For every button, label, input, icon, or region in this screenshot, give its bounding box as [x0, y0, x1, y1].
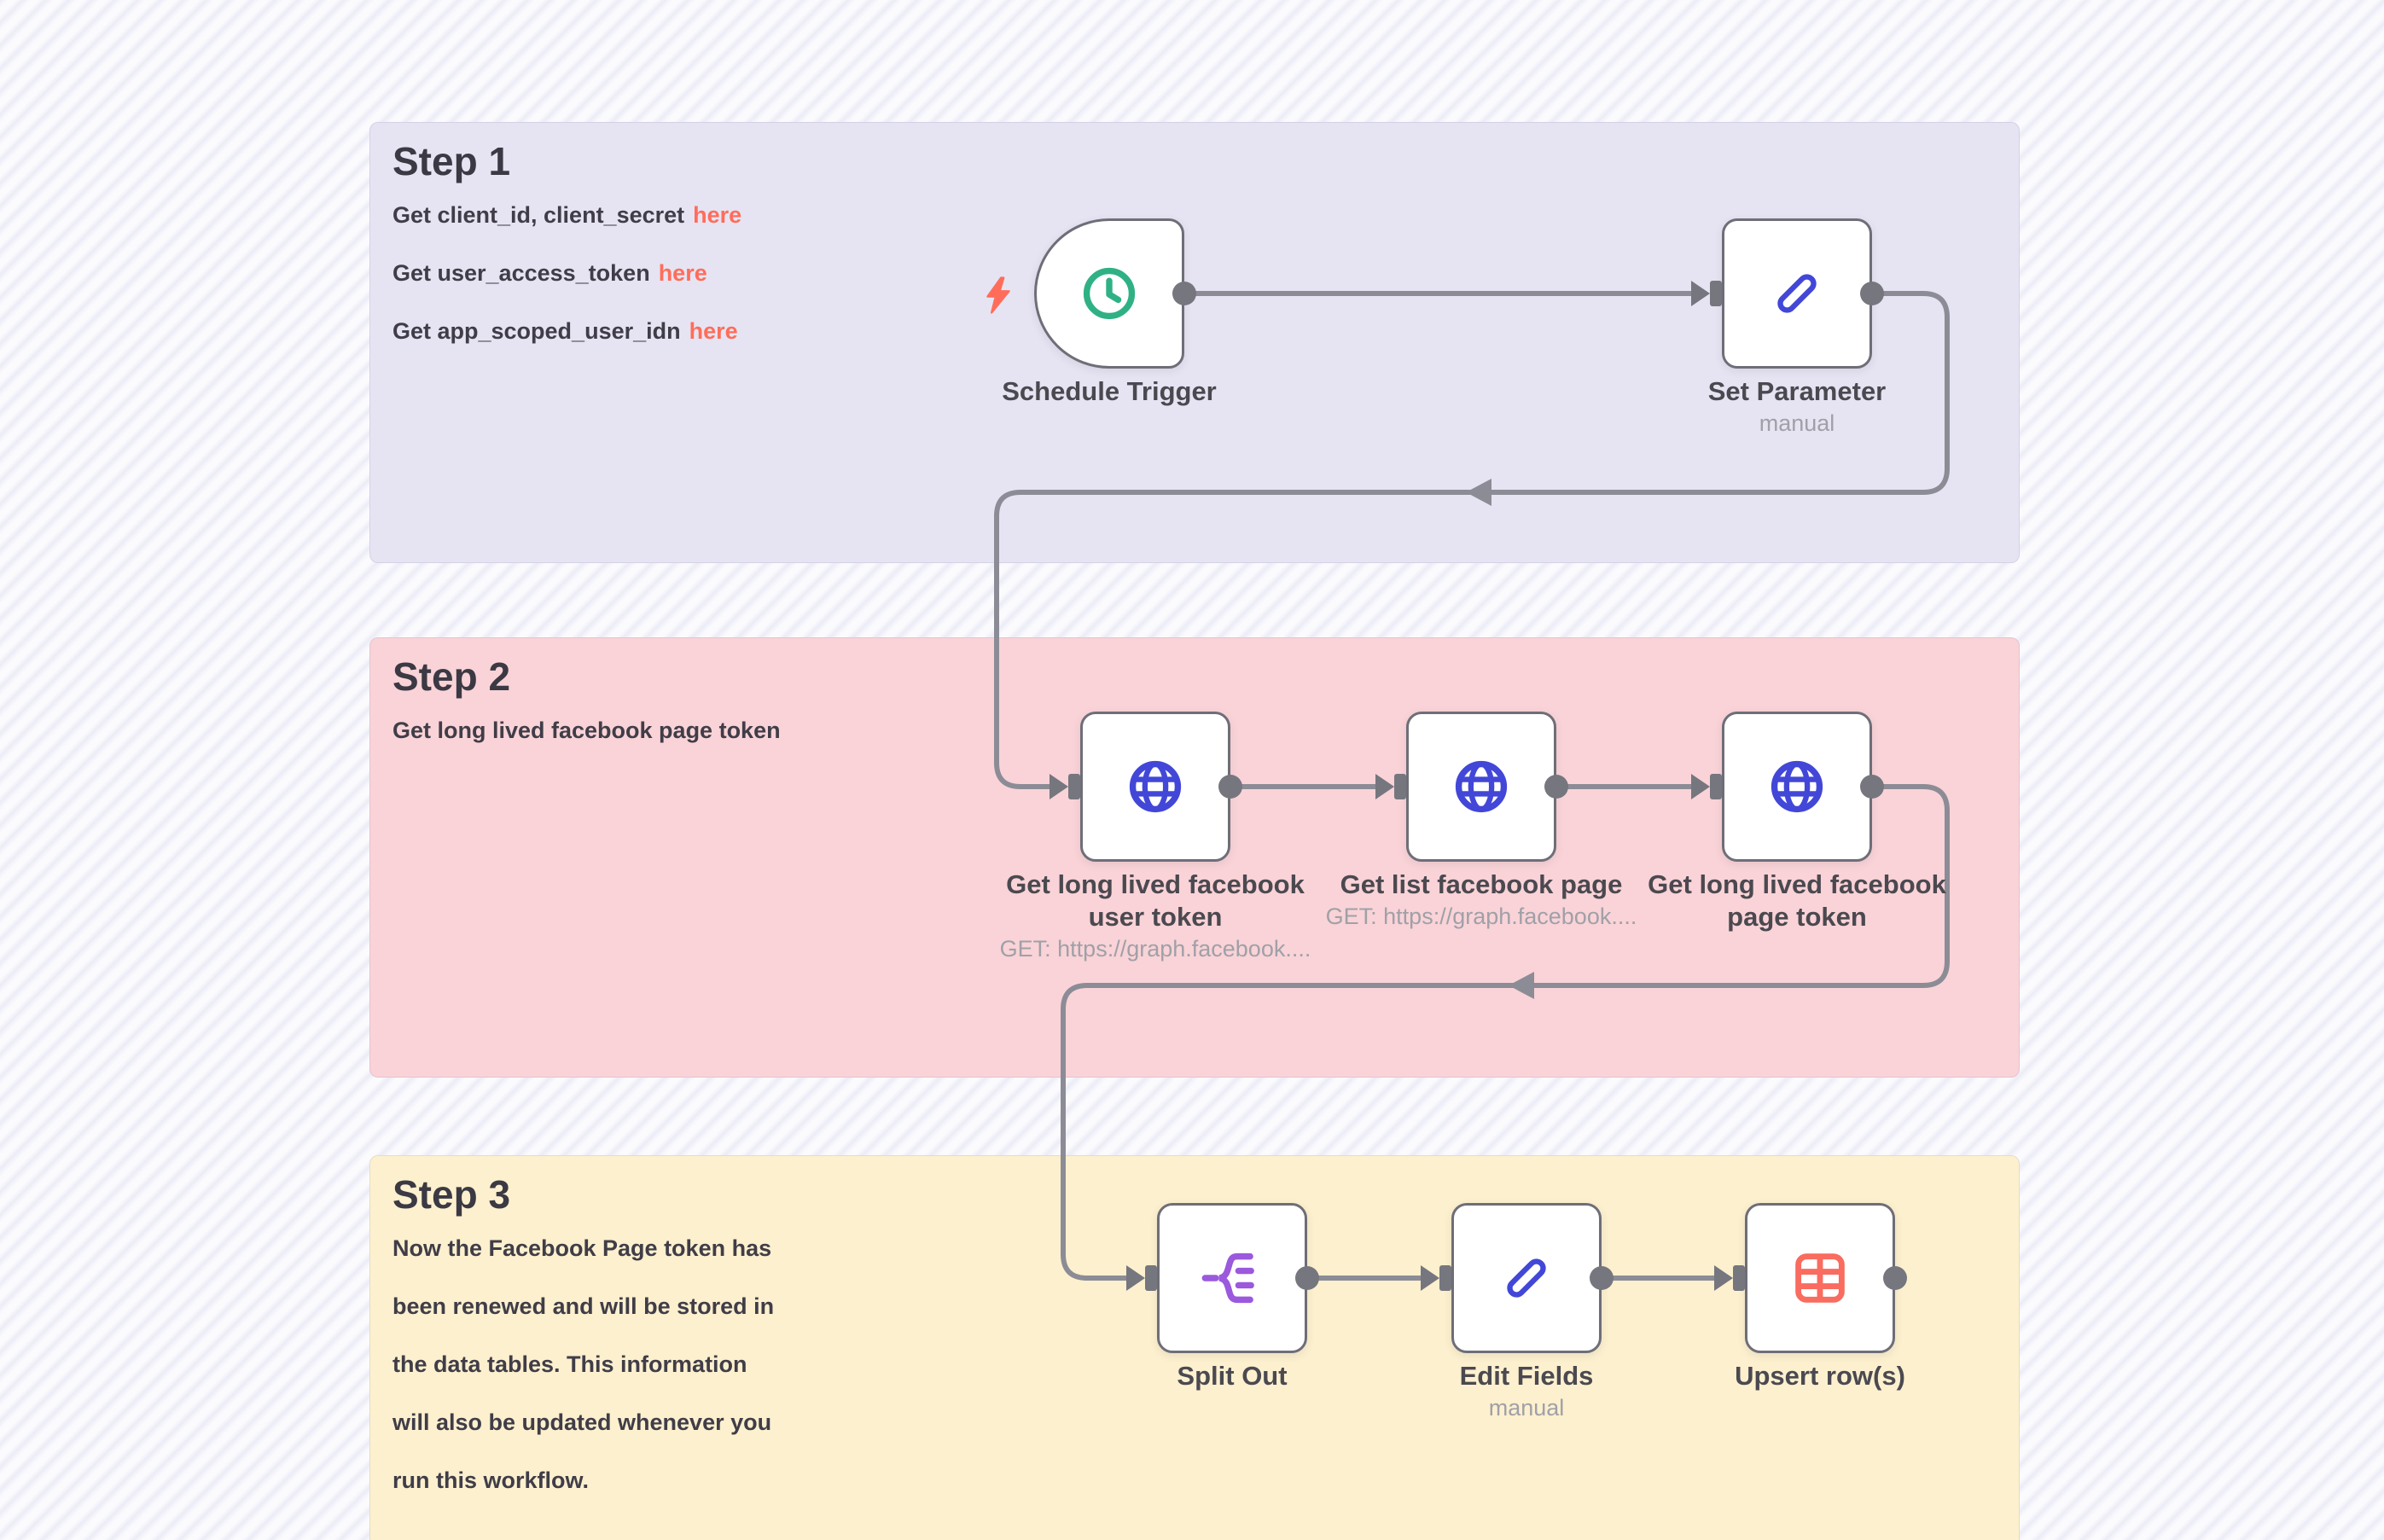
sticky-line-text: Now the Facebook Page token has	[392, 1235, 772, 1261]
node-subtitle: GET: https://graph.facebook....	[1325, 904, 1637, 929]
input-port[interactable]	[1126, 1264, 1157, 1293]
here-link[interactable]: here	[658, 260, 707, 286]
lightning-bolt-icon[interactable]	[981, 276, 1015, 314]
node-set-parameter[interactable]: Set Parameter manual	[1691, 218, 1886, 436]
output-port[interactable]	[1883, 1266, 1907, 1290]
sticky-title: Step 3	[392, 1172, 511, 1217]
pencil-icon	[1777, 274, 1817, 313]
clock-icon	[1083, 267, 1136, 320]
node-box[interactable]	[1406, 712, 1556, 862]
node-box[interactable]	[1451, 1203, 1602, 1353]
node-get-list-facebook-page[interactable]: Get list facebook page GET: https://grap…	[1326, 712, 1637, 929]
sticky-line-text: Get client_id, client_secret	[392, 202, 685, 228]
sticky-line: Get long lived facebook page token	[392, 701, 2019, 759]
input-port[interactable]	[1691, 772, 1722, 801]
output-port[interactable]	[1860, 282, 1884, 305]
sticky-line-text: Get app_scoped_user_idn	[392, 318, 681, 344]
sticky-line: Get app_scoped_user_idn here	[392, 302, 2019, 360]
input-port[interactable]	[1691, 279, 1722, 308]
node-upsert-rows[interactable]: Upsert row(s)	[1714, 1203, 1907, 1391]
sticky-title: Step 1	[392, 139, 511, 183]
node-edit-fields[interactable]: Edit Fields manual	[1421, 1203, 1614, 1421]
node-box[interactable]	[1080, 712, 1230, 862]
node-label: Set Parameter	[1707, 376, 1887, 406]
sticky-line-text: run this workflow.	[392, 1467, 590, 1493]
table-icon	[1795, 1253, 1845, 1303]
output-port[interactable]	[1172, 282, 1196, 305]
node-get-long-lived-page-token[interactable]: Get long lived facebook page token	[1648, 712, 1946, 932]
node-subtitle: manual	[1759, 410, 1835, 436]
sticky-line-text: been renewed and will be stored in	[392, 1293, 775, 1319]
output-port[interactable]	[1218, 775, 1242, 799]
node-split-out[interactable]: Split Out	[1126, 1203, 1319, 1391]
wire-arrowhead-icon	[1466, 479, 1491, 506]
globe-icon	[1771, 760, 1823, 813]
input-port[interactable]	[1421, 1264, 1451, 1293]
sticky-line-text: will also be updated whenever you	[392, 1409, 772, 1435]
input-port[interactable]	[1050, 772, 1080, 801]
sticky-line: will also be updated whenever you	[392, 1393, 2019, 1451]
node-label: Get list facebook page	[1340, 869, 1623, 899]
node-box[interactable]	[1034, 218, 1184, 369]
node-label: Upsert row(s)	[1735, 1361, 1905, 1391]
sticky-line: Now the Facebook Page token has	[392, 1219, 2019, 1277]
sticky-line-text: the data tables. This information	[392, 1351, 747, 1377]
pencil-icon	[1507, 1258, 1546, 1298]
node-box[interactable]	[1722, 712, 1872, 862]
sticky-line-text: Get long lived facebook page token	[392, 718, 781, 743]
node-label: Get long lived facebook user token	[1006, 869, 1305, 932]
globe-icon	[1455, 760, 1508, 813]
input-port[interactable]	[1375, 772, 1406, 801]
node-label: Schedule Trigger	[1002, 376, 1217, 406]
sticky-line: Get client_id, client_secret here	[392, 186, 2019, 244]
globe-icon	[1129, 760, 1182, 813]
sticky-line: been renewed and will be stored in	[392, 1277, 2019, 1335]
node-box[interactable]	[1157, 1203, 1307, 1353]
split-out-icon	[1201, 1252, 1254, 1304]
here-link[interactable]: here	[693, 202, 742, 228]
output-port[interactable]	[1590, 1266, 1614, 1290]
node-box[interactable]	[1722, 218, 1872, 369]
node-label: Split Out	[1177, 1361, 1288, 1391]
wire-arrowhead-icon	[1509, 972, 1534, 999]
output-port[interactable]	[1295, 1266, 1319, 1290]
node-label: Get long lived facebook page token	[1648, 869, 1946, 932]
output-port[interactable]	[1544, 775, 1568, 799]
node-subtitle: manual	[1488, 1395, 1565, 1421]
sticky-title: Step 2	[392, 654, 511, 699]
sticky-line: the data tables. This information	[392, 1335, 2019, 1393]
node-get-long-lived-user-token[interactable]: Get long lived facebook user token GET: …	[1000, 712, 1311, 962]
node-schedule-trigger[interactable]: Schedule Trigger	[1002, 218, 1217, 406]
wire-pagetoken-to-splitout[interactable]	[1061, 784, 1950, 1281]
node-subtitle: GET: https://graph.facebook....	[999, 936, 1311, 962]
input-port[interactable]	[1714, 1264, 1745, 1293]
here-link[interactable]: here	[689, 318, 738, 344]
output-port[interactable]	[1860, 775, 1884, 799]
sticky-line: Get user_access_token here	[392, 244, 2019, 302]
node-box[interactable]	[1745, 1203, 1895, 1353]
sticky-line: run this workflow.	[392, 1451, 2019, 1509]
sticky-line-text: Get user_access_token	[392, 260, 650, 286]
node-label: Edit Fields	[1459, 1361, 1594, 1391]
